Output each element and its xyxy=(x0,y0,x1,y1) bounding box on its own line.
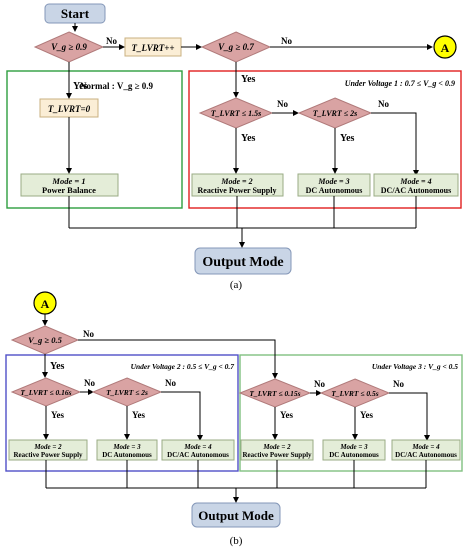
mode-4-b-uv2-line1: Mode = 4 xyxy=(183,443,212,451)
mode-2-a-line2: Reactive Power Supply xyxy=(198,186,277,195)
mode-3-a-line1: Mode = 3 xyxy=(317,177,349,186)
no-label-b5: No xyxy=(393,379,404,389)
decision-tlvrt-0.5s-label: T_LVRT ≤ 0.5s xyxy=(331,389,378,398)
under-voltage-3-region xyxy=(239,354,463,472)
decision-tlvrt-2s-label: T_LVRT ≤ 2s xyxy=(313,109,358,118)
no-label-4: No xyxy=(378,99,389,109)
mode-3-a-line2: DC Autonomous xyxy=(306,186,363,195)
mode-3-b-uv3-line2: DC Autonomous xyxy=(329,451,379,459)
decision-vg-0.5-label: V_g ≥ 0.5 xyxy=(28,335,62,345)
yes-label-4: Yes xyxy=(340,133,355,144)
normal-region xyxy=(6,70,183,209)
mode-2-b-uv2-line1: Mode = 2 xyxy=(33,443,62,451)
decision-tlvrt-1.5s-label: T_LVRT ≤ 1.5s xyxy=(211,109,262,118)
mode-4-b-uv3-line2: DC/AC Autonomous xyxy=(395,451,457,459)
no-label-b1: No xyxy=(83,329,94,339)
mode-4-b-uv3-line1: Mode = 4 xyxy=(411,443,440,451)
mode-2-a-line1: Mode = 2 xyxy=(220,177,252,186)
yes-label-b2: Yes xyxy=(51,410,64,420)
mode-1-line2: Power Balance xyxy=(42,185,96,195)
output-mode-b xyxy=(191,502,281,528)
output-mode-b-label: Output Mode xyxy=(198,508,274,523)
connector-a-out xyxy=(433,35,457,59)
mode-4-a-line2: DC/AC Autonomous xyxy=(381,186,451,195)
yes-label-b3: Yes xyxy=(132,410,145,420)
mode-2-b-uv3-line1: Mode = 2 xyxy=(262,443,291,451)
no-label-1: No xyxy=(106,36,117,46)
under-voltage-1-region xyxy=(188,70,462,209)
connector-a-in-label: A xyxy=(41,297,50,311)
decision-tlvrt-0.16s-label: T_LVRT ≤ 0.16s xyxy=(20,388,71,397)
connector-a-out-label: A xyxy=(441,41,450,55)
no-label-b3: No xyxy=(165,378,176,388)
yes-label-2: Yes xyxy=(241,74,256,85)
output-mode-a-label: Output Mode xyxy=(202,255,283,270)
mode-4-b-uv2-line2: DC/AC Autonomous xyxy=(167,451,229,459)
yes-label-3: Yes xyxy=(241,133,256,144)
yes-label-1: Yes xyxy=(73,81,88,92)
start-label: Start xyxy=(61,6,90,21)
mode-2-b-uv2-line2: Reactive Power Supply xyxy=(13,451,83,459)
under-voltage-1-label: Under Voltage 1 : 0.7 ≤ V_g < 0.9 xyxy=(345,79,455,88)
mode-2-box-b-uv2 xyxy=(8,439,88,461)
yes-label-b5: Yes xyxy=(360,410,373,420)
output-mode-a xyxy=(194,247,292,275)
caption-a: (a) xyxy=(230,279,243,291)
tlvrt-increment-label: T_LVRT++ xyxy=(132,43,175,53)
decision-vg-0.7-label: V_g ≥ 0.7 xyxy=(218,42,254,52)
no-label-2: No xyxy=(281,36,292,46)
under-voltage-3-label: Under Voltage 3 : V_g < 0.5 xyxy=(372,362,458,371)
normal-region-label: Normal : V_g ≥ 0.9 xyxy=(80,81,154,91)
no-label-b2: No xyxy=(84,378,95,388)
yes-label-b1: Yes xyxy=(50,361,65,372)
under-voltage-2-label: Under Voltage 2 : 0.5 ≤ V_g < 0.7 xyxy=(131,362,235,371)
mode-2-b-uv3-line2: Reactive Power Supply xyxy=(242,451,312,459)
decision-tlvrt-2s-b-label: T_LVRT ≤ 2s xyxy=(106,388,148,397)
no-label-b4: No xyxy=(314,379,325,389)
mode-3-b-uv2-line1: Mode = 3 xyxy=(112,443,141,451)
mode-1-line1: Mode = 1 xyxy=(51,176,85,186)
no-label-3: No xyxy=(277,99,288,109)
decision-tlvrt-0.15s-label: T_LVRT ≤ 0.15s xyxy=(249,389,300,398)
decision-vg-0.9-label: V_g ≥ 0.9 xyxy=(51,42,87,52)
mode-4-a-line1: Mode = 4 xyxy=(399,177,431,186)
caption-b: (b) xyxy=(230,535,243,547)
mode-3-b-uv3-line1: Mode = 3 xyxy=(339,443,368,451)
mode-3-b-uv2-line2: DC Autonomous xyxy=(102,451,152,459)
yes-label-b4: Yes xyxy=(280,410,293,420)
under-voltage-2-region xyxy=(5,354,239,472)
tlvrt-reset-label: T_LVRT=0 xyxy=(48,104,91,114)
